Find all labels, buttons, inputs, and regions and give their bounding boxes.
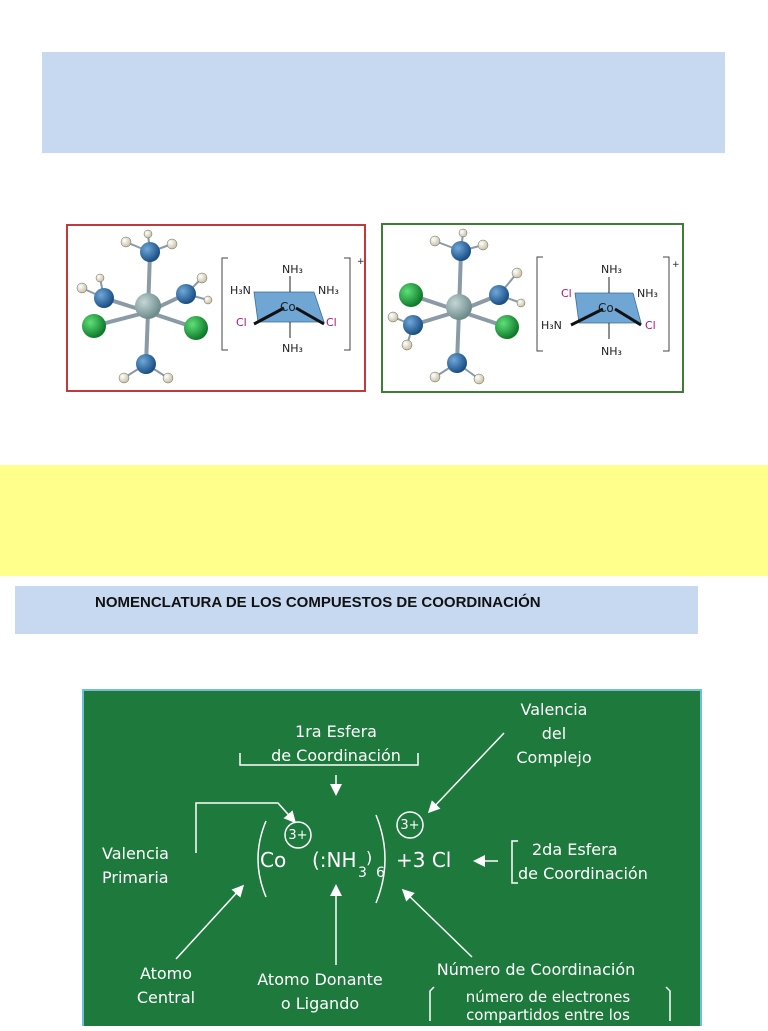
complex-charge: 3+	[400, 818, 419, 833]
diagram-lines	[175, 732, 671, 1021]
hydrogen-atoms	[76, 229, 213, 384]
chlorine-atom	[184, 316, 208, 340]
coordination-chalkboard: 1ra Esfera de Coordinación Valencia del …	[82, 689, 702, 1026]
ligand-right-down: Cl	[645, 319, 656, 332]
charge-label: +	[357, 257, 364, 267]
ligand-bottom: NH₃	[282, 342, 303, 355]
chlorine-atom	[82, 314, 106, 338]
trans-isomer-figure: + NH₃ H₃N NH₃ Cl Cl NH₃ Co	[76, 229, 365, 384]
ligand-left-up: H₃N	[230, 284, 251, 297]
donor-atom-label-1: Atomo Donante	[257, 970, 383, 989]
nitrogen-atom	[451, 241, 471, 261]
donor-atom-label-2: o Ligando	[281, 994, 359, 1013]
charge-label: +	[672, 260, 680, 270]
coord-number-label-1: Número de Coordinación	[437, 960, 636, 979]
central-atom-label-1: Atomo	[140, 964, 192, 983]
second-sphere-label-1: 2da Esfera	[532, 840, 618, 859]
formula-close-paren: )	[366, 848, 372, 867]
hydrogen-atoms	[387, 228, 526, 385]
nitrogen-atom	[140, 242, 160, 262]
cobalt-atom	[135, 293, 161, 319]
metal-label: Co	[598, 301, 614, 315]
cis-isomer-panel: + NH₃ Cl NH₃ H₃N Cl NH₃ Co	[381, 223, 684, 393]
nitrogen-atom	[447, 353, 467, 373]
central-atom-label-2: Central	[137, 988, 195, 1007]
nitrogen-atom	[94, 288, 114, 308]
formula-subscript-3: 3	[358, 865, 367, 881]
coordination-diagram: 1ra Esfera de Coordinación Valencia del …	[102, 700, 671, 1024]
primary-valence-label-1: Valencia	[102, 844, 169, 863]
trans-isomer-panel: + NH₃ H₃N NH₃ Cl Cl NH₃ Co	[66, 224, 366, 392]
formula-metal: Co	[260, 848, 286, 872]
complex-valence-label-1: Valencia	[521, 700, 588, 719]
ligand-right-up: NH₃	[637, 287, 658, 300]
formula-ligand: (:NH	[312, 848, 357, 872]
structural-formula: + NH₃ H₃N NH₃ Cl Cl NH₃ Co	[221, 257, 365, 355]
ligand-left-up: Cl	[561, 287, 572, 300]
nitrogen-atom	[176, 284, 196, 304]
second-sphere-label-2: de Coordinación	[518, 864, 648, 883]
ligand-right-down: Cl	[326, 316, 337, 329]
ligand-bottom: NH₃	[601, 345, 622, 358]
chlorine-atom	[495, 315, 519, 339]
ligand-top: NH₃	[601, 263, 622, 276]
top-blue-banner	[42, 52, 725, 153]
nitrogen-atom	[136, 354, 156, 374]
primary-valence-label-2: Primaria	[102, 868, 169, 887]
nitrogen-atom	[489, 285, 509, 305]
complex-valence-label-3: Complejo	[516, 748, 591, 767]
formula-counter-ion: +3 Cl	[396, 848, 451, 872]
nitrogen-atom	[403, 315, 423, 335]
formula-oxidation-state: 3+	[288, 828, 307, 843]
chlorine-atom	[399, 283, 423, 307]
ligand-left-down: H₃N	[541, 319, 562, 332]
coord-number-label-3: compartidos entre los	[466, 1006, 630, 1024]
structural-formula: + NH₃ Cl NH₃ H₃N Cl NH₃ Co	[536, 256, 680, 358]
yellow-banner	[0, 465, 768, 576]
section-title-banner	[15, 586, 698, 634]
complex-valence-label-2: del	[542, 724, 566, 743]
formula-subscript-6: 6	[376, 865, 385, 881]
metal-label: Co	[280, 300, 296, 314]
section-title: NOMENCLATURA DE LOS COMPUESTOS DE COORDI…	[95, 594, 541, 611]
ligand-top: NH₃	[282, 263, 303, 276]
ligand-right-up: NH₃	[318, 284, 339, 297]
first-sphere-label-1: 1ra Esfera	[295, 722, 377, 741]
first-sphere-label-2: de Coordinación	[271, 746, 401, 765]
cis-isomer-figure: + NH₃ Cl NH₃ H₃N Cl NH₃ Co	[387, 228, 680, 385]
cobalt-atom	[446, 294, 472, 320]
ligand-left-down: Cl	[236, 316, 247, 329]
coord-number-label-2: número de electrones	[466, 988, 631, 1006]
